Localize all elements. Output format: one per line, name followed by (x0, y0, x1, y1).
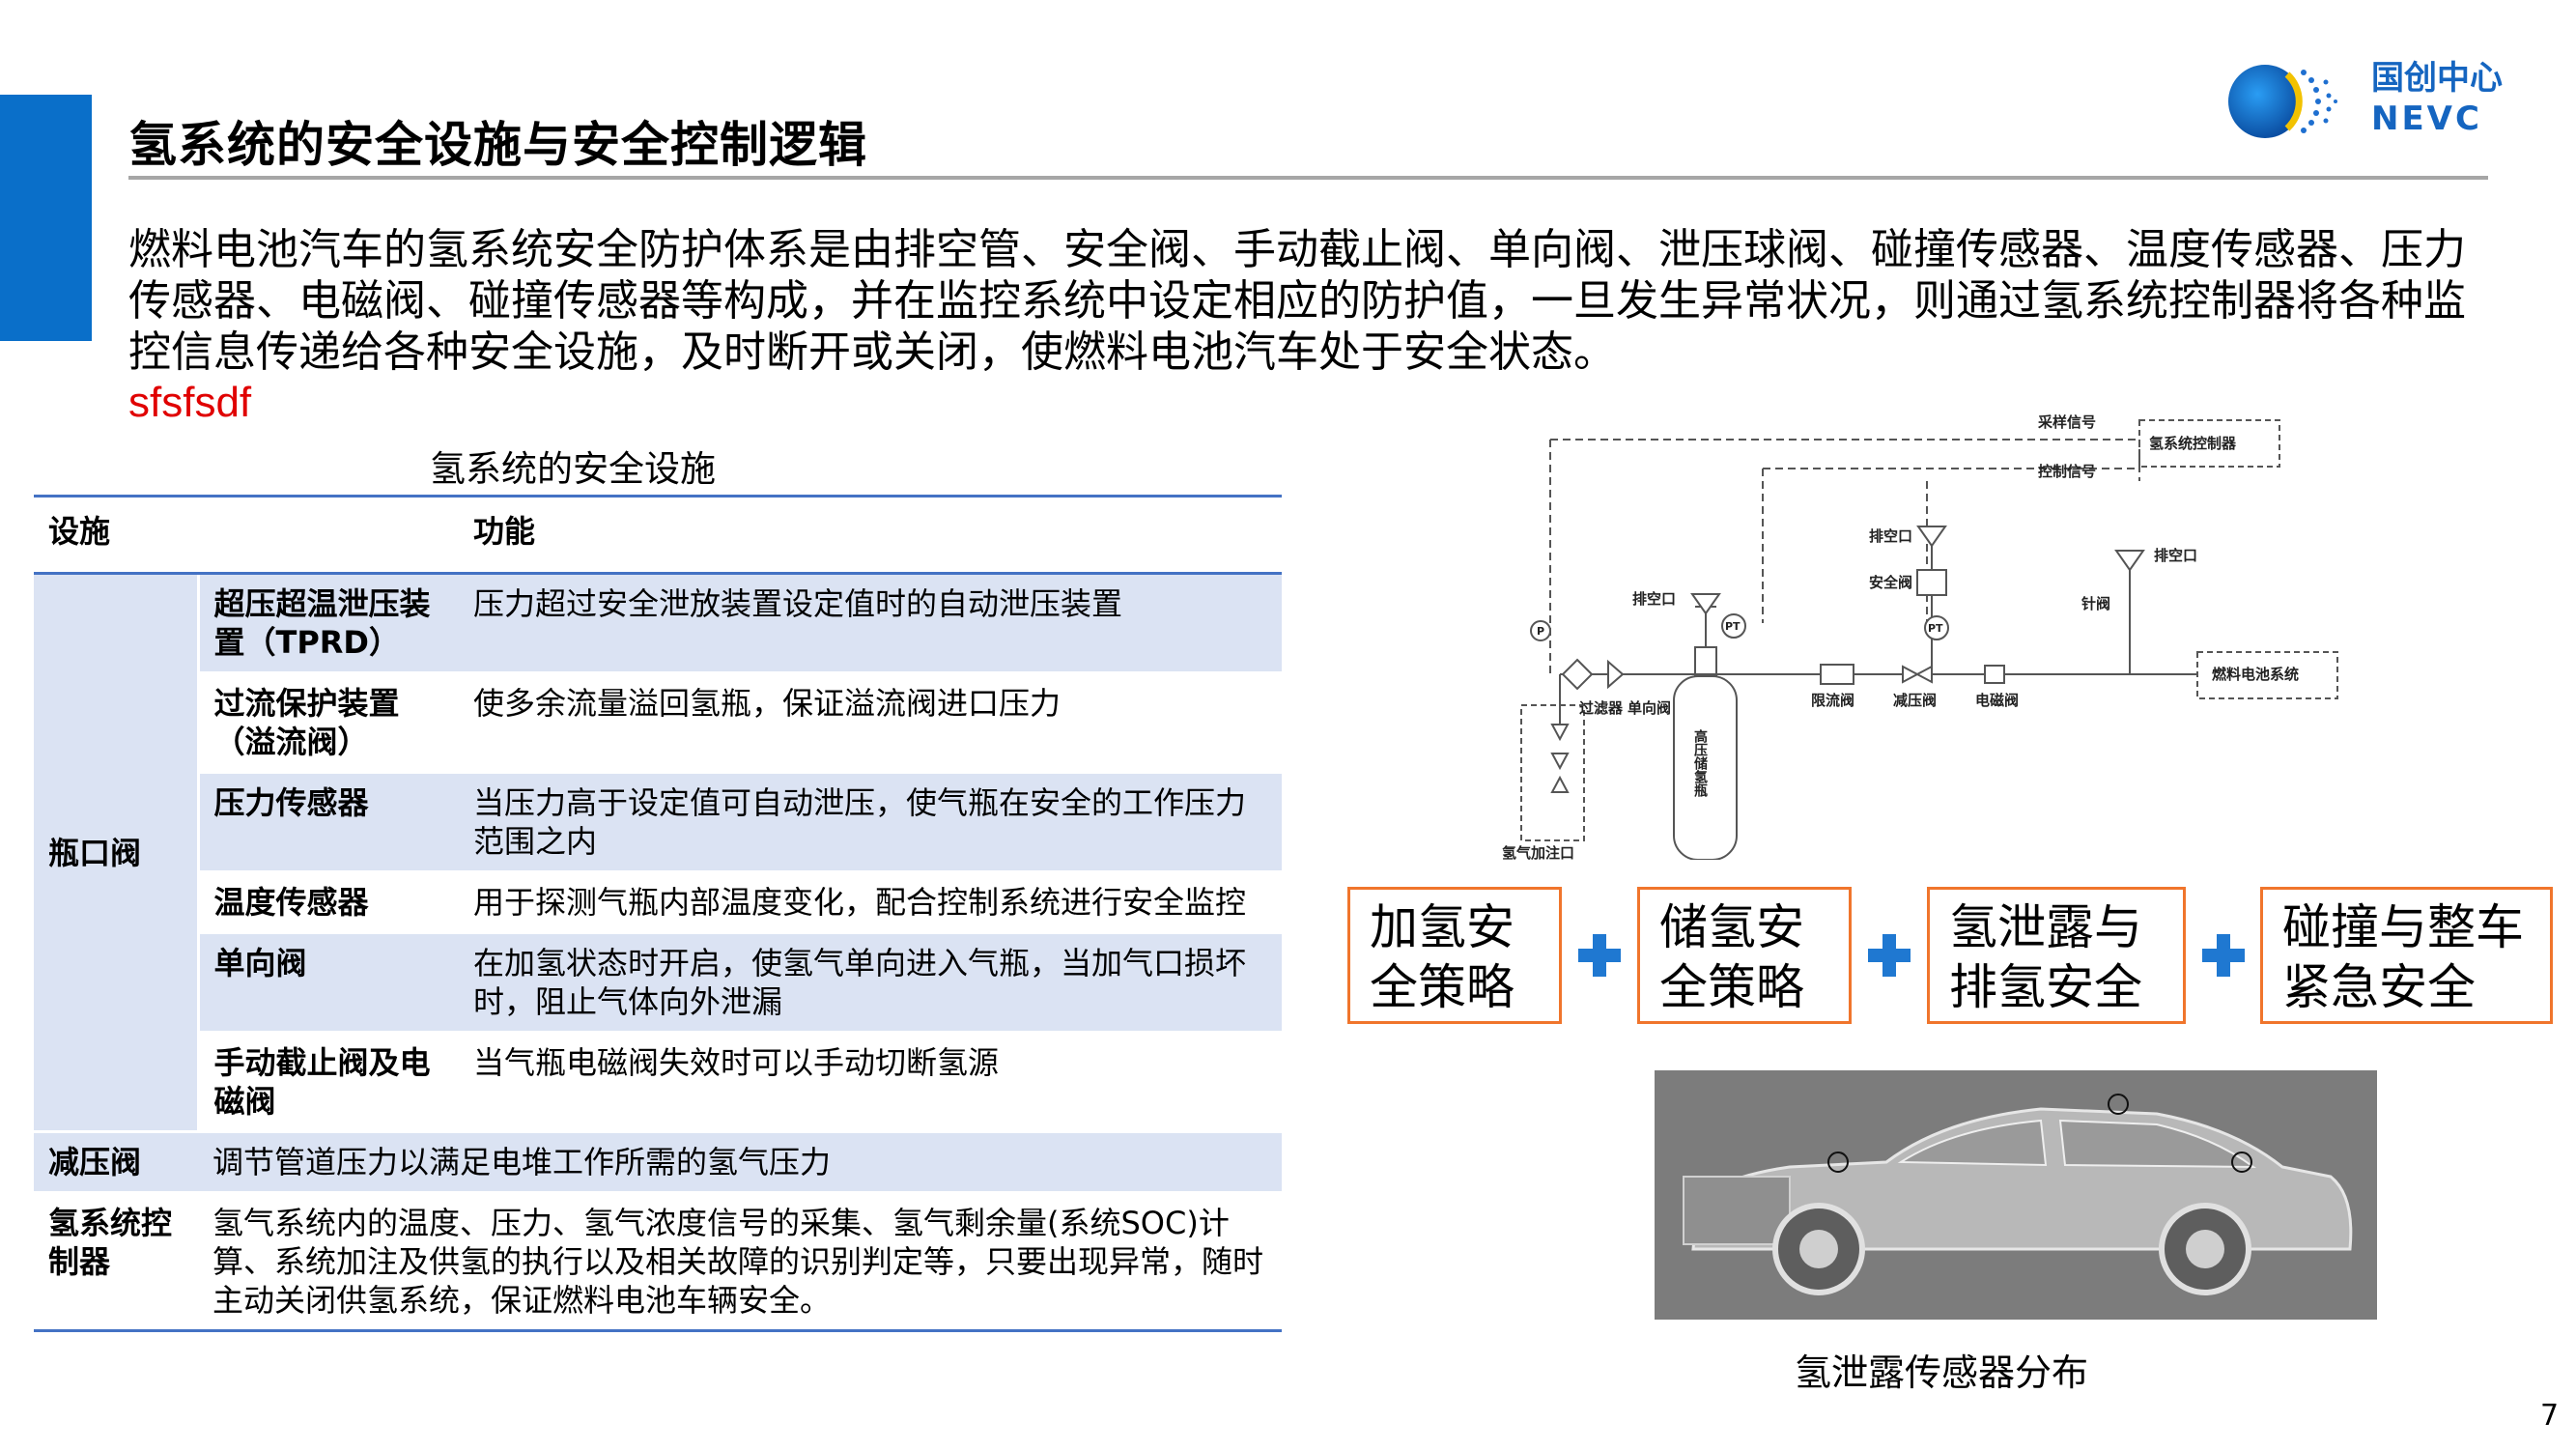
facility-function: 调节管道压力以满足电堆工作所需的氢气压力 (198, 1131, 1282, 1194)
svg-text:控制信号: 控制信号 (2038, 463, 2096, 480)
svg-text:减压阀: 减压阀 (1893, 692, 1937, 709)
logo-text: 国创中心 NEVC (2371, 59, 2503, 138)
car-sensor-figure (1655, 1070, 2377, 1320)
facility-name: 过流保护装置（溢流阀） (198, 672, 459, 774)
car-illustration (1655, 1070, 2377, 1320)
facility-name: 温度传感器 (198, 871, 459, 934)
svg-text:限流阀: 限流阀 (1811, 692, 1854, 709)
plus-icon (2202, 934, 2245, 977)
table-caption: 氢系统的安全设施 (430, 448, 716, 490)
svg-text:排空口: 排空口 (1632, 590, 1676, 608)
header-facility: 设施 (34, 495, 198, 575)
table-row: 瓶口阀 超压超温泄压装置（TPRD） 压力超过安全泄放装置设定值时的自动泄压装置 (34, 573, 1282, 1133)
table-row: 温度传感器 用于探测气瓶内部温度变化，配合控制系统进行安全监控 (34, 871, 1282, 934)
svg-text:安全阀: 安全阀 (1869, 574, 1912, 591)
table-row: 手动截止阀及电磁阀 当气瓶电磁阀失效时可以手动切断氢源 (34, 1032, 1282, 1133)
facility-function: 氢气系统内的温度、压力、氢气浓度信号的采集、氢气剩余量(系统SOC)计算、系统加… (198, 1192, 1282, 1332)
facility-name: 压力传感器 (198, 772, 459, 873)
strategy-storage: 储氢安全策略 (1637, 887, 1852, 1024)
svg-text:氢气加注口: 氢气加注口 (1502, 844, 1574, 860)
strategy-collision: 碰撞与整车紧急安全 (2260, 887, 2553, 1024)
plus-icon (1868, 934, 1911, 977)
strategy-leak: 氢泄露与排氢安全 (1927, 887, 2186, 1024)
svg-text:P: P (1537, 625, 1544, 638)
safety-facility-table: 设施 功能 瓶口阀 超压超温泄压装置（TPRD） 压力超过安全泄放装置设定值时的… (34, 495, 1282, 1332)
svg-text:针阀: 针阀 (2081, 595, 2110, 612)
figure-caption: 氢泄露传感器分布 (1795, 1351, 2089, 1394)
table-row: 氢系统控制器 氢气系统内的温度、压力、氢气浓度信号的采集、氢气剩余量(系统SOC… (34, 1192, 1282, 1332)
svg-text:PT: PT (1725, 620, 1741, 633)
table-row: 过流保护装置（溢流阀） 使多余流量溢回氢瓶，保证溢流阀进口压力 (34, 672, 1282, 774)
page-title: 氢系统的安全设施与安全控制逻辑 (128, 117, 867, 173)
svg-text:采样信号: 采样信号 (2037, 413, 2096, 431)
facility-function: 用于探测气瓶内部温度变化，配合控制系统进行安全监控 (459, 871, 1282, 934)
plus-icon (1578, 934, 1621, 977)
facility-function: 当压力高于设定值可自动泄压，使气瓶在安全的工作压力范围之内 (459, 772, 1282, 873)
svg-text:单向阀: 单向阀 (1628, 699, 1671, 717)
svg-text:过滤器: 过滤器 (1579, 699, 1624, 717)
svg-text:排空口: 排空口 (1869, 527, 1912, 545)
facility-name: 手动截止阀及电磁阀 (198, 1032, 459, 1133)
facility-name: 超压超温泄压装置（TPRD） (198, 573, 459, 674)
red-note: sfsfsdf (128, 379, 252, 426)
header-function: 功能 (459, 495, 1282, 575)
facility-function: 压力超过安全泄放装置设定值时的自动泄压装置 (459, 573, 1282, 674)
facility-function: 在加氢状态时开启，使氢气单向进入气瓶，当加气口损坏时，阻止气体向外泄漏 (459, 932, 1282, 1034)
table-row: 减压阀 调节管道压力以满足电堆工作所需的氢气压力 (34, 1131, 1282, 1194)
facility-name: 单向阀 (198, 932, 459, 1034)
facility-function: 当气瓶电磁阀失效时可以手动切断氢源 (459, 1032, 1282, 1133)
svg-text:排空口: 排空口 (2154, 547, 2197, 564)
nevc-logo (2228, 65, 2337, 138)
svg-text:高压储氢瓶: 高压储氢瓶 (1692, 728, 1709, 798)
facility-function: 使多余流量溢回氢瓶，保证溢流阀进口压力 (459, 672, 1282, 774)
facility-name: 减压阀 (34, 1131, 198, 1194)
table-row: 单向阀 在加氢状态时开启，使氢气单向进入气瓶，当加气口损坏时，阻止气体向外泄漏 (34, 932, 1282, 1034)
strategy-refuel: 加氢安全策略 (1347, 887, 1562, 1024)
table-header-row: 设施 功能 (34, 495, 1282, 575)
svg-text:PT: PT (1928, 622, 1943, 635)
svg-text:氢系统控制器: 氢系统控制器 (2149, 435, 2237, 452)
left-accent-bar (0, 95, 92, 341)
group-bottle-valve: 瓶口阀 (34, 573, 200, 1133)
table-row: 压力传感器 当压力高于设定值可自动泄压，使气瓶在安全的工作压力范围之内 (34, 772, 1282, 873)
facility-name: 氢系统控制器 (34, 1192, 198, 1332)
hydrogen-system-schematic: P PT PT 采样信号 氢系统控制器 控制信号 排空口 排空口 排空口 安全阀… (1502, 413, 2338, 860)
svg-text:燃料电池系统: 燃料电池系统 (2212, 666, 2299, 683)
title-divider (128, 176, 2488, 180)
intro-paragraph: 燃料电池汽车的氢系统安全防护体系是由排空管、安全阀、手动截止阀、单向阀、泄压球阀… (128, 225, 2466, 377)
svg-text:电磁阀: 电磁阀 (1975, 692, 2019, 709)
page-number: 7 (2540, 1399, 2560, 1433)
